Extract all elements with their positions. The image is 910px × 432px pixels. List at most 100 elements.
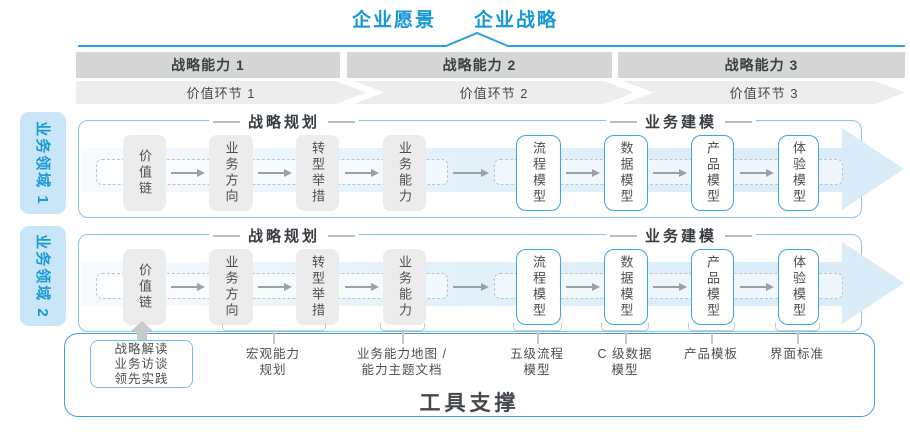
annotation-line: 规划 (259, 362, 287, 377)
title-strategy: 企业战略 (474, 10, 559, 31)
box-experience-model: 体验模型 (778, 249, 819, 325)
flow-arrow-icon (345, 282, 379, 292)
modeling-zone-header: 业务建模 (606, 111, 757, 132)
capability-bar-3-label: 战略能力 3 (724, 57, 799, 73)
box-product-model-label: 产品模型 (705, 141, 720, 205)
annotation-process-model: 五级流程 模型 (457, 347, 617, 378)
value-link-3-label: 价值环节 3 (729, 86, 799, 101)
box-transformation-initiatives-label: 转型举措 (310, 141, 325, 205)
header-line-right (328, 120, 356, 123)
flow-arrow-icon (171, 168, 205, 178)
header-line-right (725, 234, 753, 237)
box-business-direction: 业务方向 (209, 249, 253, 325)
capability-bar-2: 战略能力 2 (347, 52, 612, 78)
flow-arrow-icon (740, 168, 774, 178)
planning-header-label: 战略规划 (248, 228, 321, 245)
business-domain-1-label: 业务领域 1 (33, 120, 51, 206)
value-link-1-label: 价值环节 1 (186, 86, 256, 101)
planning-header-label: 战略规划 (248, 114, 321, 131)
bracket-connector (222, 323, 326, 331)
box-value-chain-label: 价值链 (137, 263, 152, 311)
header-line-left (213, 120, 240, 123)
value-link-chevron-1: 价值环节 1 (76, 81, 366, 104)
bracket-connector (380, 323, 425, 331)
box-business-direction-label: 业务方向 (223, 141, 239, 205)
box-experience-model-label: 体验模型 (791, 255, 806, 319)
flow-arrow-icon (453, 282, 489, 292)
annotation-data-model: C 级数据 模型 (545, 347, 705, 378)
box-business-direction: 业务方向 (209, 135, 253, 211)
value-link-chevron-3: 价值环节 3 (623, 81, 905, 104)
box-data-model: 数据模型 (604, 249, 648, 325)
planning-zone-header: 战略规划 (209, 225, 360, 246)
flow-arrow-icon (345, 168, 379, 178)
flow-arrow-icon (453, 168, 489, 178)
modeling-zone-header: 业务建模 (606, 225, 757, 246)
flow-row-domain-1: 战略规划 业务建模 价值链 业务方向 转型举措 业务能力 流程模型 数据模型 产… (78, 111, 904, 218)
box-transformation-initiatives: 转型举措 (296, 135, 339, 211)
source-line-1: 战略解读 (114, 341, 169, 356)
bracket-stem (402, 331, 404, 344)
title-vision: 企业愿景 (351, 10, 436, 31)
box-value-chain-label: 价值链 (137, 149, 152, 197)
flow-arrow-icon (740, 282, 774, 292)
annotation-line: 模型 (523, 362, 551, 377)
box-value-chain: 价值链 (123, 135, 166, 211)
tool-support-title: 工具支撑 (419, 392, 520, 415)
bracket-stem (797, 331, 799, 344)
flow-arrow-head (842, 242, 904, 324)
box-product-model: 产品模型 (691, 135, 734, 211)
box-process-model: 流程模型 (516, 249, 561, 325)
box-data-model: 数据模型 (604, 135, 648, 211)
page-title: 企业愿景 企业战略 (0, 5, 910, 32)
planning-zone-header: 战略规划 (209, 111, 360, 132)
business-domain-1: 业务领域 1 (20, 112, 66, 214)
annotation-line: 业务能力地图 / (357, 347, 447, 361)
bracket-connector (775, 323, 820, 331)
box-process-model: 流程模型 (516, 135, 561, 211)
value-link-2-label: 价值环节 2 (459, 86, 529, 101)
annotation-macro-capability: 宏观能力 规划 (193, 347, 353, 378)
bracket-connector (688, 323, 735, 331)
flow-arrow-icon (171, 282, 205, 292)
caret-divider-line (78, 31, 905, 47)
bracket-stem (711, 331, 713, 344)
bracket-stem (625, 331, 627, 344)
annotation-capability-map: 业务能力地图 / 能力主题文档 (322, 347, 482, 378)
flow-arrow-icon (566, 168, 600, 178)
flow-arrow-icon (566, 282, 600, 292)
flow-arrow-icon (653, 168, 687, 178)
bracket-connector (513, 323, 562, 331)
header-line-left (610, 234, 637, 237)
box-product-model: 产品模型 (691, 249, 734, 325)
header-line-right (328, 234, 356, 237)
annotation-ui-standard: 界面标准 (717, 347, 877, 363)
box-business-capability-label: 业务能力 (397, 141, 412, 205)
tool-support-container (64, 333, 875, 417)
annotation-line: 模型 (611, 362, 639, 377)
flow-arrow-icon (258, 168, 292, 178)
capability-bar-1: 战略能力 1 (76, 52, 340, 78)
annotation-line: 界面标准 (769, 347, 824, 361)
business-domain-2: 业务领域 2 (20, 226, 66, 326)
box-process-model-label: 流程模型 (531, 141, 546, 205)
modeling-header-label: 业务建模 (645, 228, 718, 245)
header-line-left (610, 120, 637, 123)
up-arrow-stem (137, 331, 147, 341)
header-line-left (213, 234, 240, 237)
bracket-stem (273, 331, 275, 344)
box-data-model-label: 数据模型 (618, 141, 634, 205)
box-value-chain: 价值链 (123, 249, 166, 325)
modeling-header-label: 业务建模 (645, 114, 718, 131)
capability-bar-1-label: 战略能力 1 (171, 57, 245, 73)
box-business-capability-label: 业务能力 (397, 255, 412, 319)
value-link-chevron-2: 价值环节 2 (354, 81, 634, 104)
box-business-capability: 业务能力 (383, 135, 426, 211)
box-data-model-label: 数据模型 (618, 255, 634, 319)
flow-arrow-head (842, 128, 904, 210)
source-line-2: 业务访谈 (114, 356, 169, 371)
box-business-direction-label: 业务方向 (223, 255, 239, 319)
flow-arrow-icon (653, 282, 687, 292)
capability-bar-2-label: 战略能力 2 (442, 57, 517, 73)
